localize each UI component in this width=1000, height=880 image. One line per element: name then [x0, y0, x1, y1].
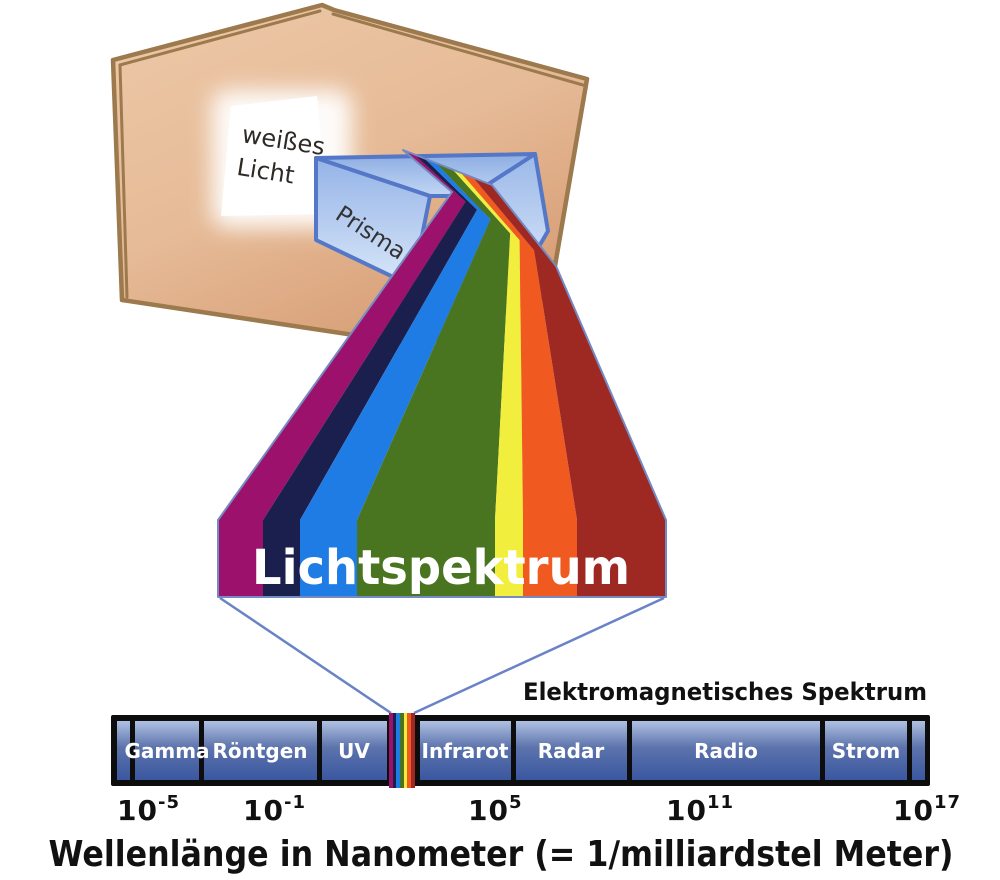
- em-spectrum-title: Elektromagnetisches Spektrum: [523, 678, 927, 706]
- fan-band-navy: [263, 154, 477, 597]
- sliver-stripe-green: [400, 713, 404, 788]
- wavelength-axis: 10-5 10-1 105 1011 1017: [117, 792, 961, 827]
- light-spectrum-fan: Lichtspektrum: [217, 149, 667, 598]
- spectrum-title: Lichtspektrum: [252, 540, 630, 596]
- sliver-stripe-violet: [389, 713, 393, 788]
- em-segment-edge-left: [117, 721, 130, 780]
- fan-outline: [217, 149, 667, 598]
- sliver-stripe-orange: [407, 713, 411, 788]
- em-segment-roentgen: [204, 721, 317, 780]
- sliver-stripe-yellow: [404, 713, 407, 788]
- em-segment-gamma: [135, 721, 199, 780]
- light-box-edge-top-left: [118, 9, 322, 67]
- em-spectrum-bar: Elektromagnetisches Spektrum Gamma Röntg…: [111, 678, 930, 788]
- em-label-uv: UV: [338, 739, 370, 763]
- axis-tick-5: 1017: [893, 792, 961, 827]
- sliver-stripe-navy: [393, 713, 396, 788]
- fan-band-yellow: [452, 169, 523, 597]
- fan-band-orange: [460, 172, 577, 598]
- em-label-strom: Strom: [832, 739, 900, 763]
- axis-tick-1: 10-5: [117, 792, 180, 827]
- em-band-labels: Gamma Röntgen UV Infrarot Radar Radio St…: [124, 739, 900, 763]
- em-label-radio: Radio: [694, 739, 758, 763]
- em-label-gamma: Gamma: [124, 739, 209, 763]
- axis-tick-3: 105: [468, 792, 523, 827]
- connector-line-left: [219, 596, 392, 715]
- fan-band-green: [357, 163, 511, 597]
- sliver-stripe-blue: [396, 713, 400, 788]
- em-segment-infrarot: [420, 721, 511, 780]
- fan-band-red: [473, 177, 666, 597]
- white-light-patch: [221, 96, 328, 216]
- em-label-radar: Radar: [538, 739, 605, 763]
- light-box-edge-top-right: [331, 12, 585, 87]
- connector-line-right: [413, 596, 665, 715]
- axis-tick-2: 10-1: [243, 792, 306, 827]
- fan-band-blue: [300, 158, 491, 597]
- sliver-stripe-red: [411, 713, 415, 788]
- em-segment-edge-right: [912, 721, 925, 780]
- em-visible-light-sliver: [389, 713, 415, 788]
- axis-tick-4: 1011: [666, 792, 734, 827]
- em-segment-radar: [516, 721, 627, 780]
- axis-caption: Wellenlänge in Nanometer (= 1/milliardst…: [49, 834, 954, 875]
- em-segment-uv: [322, 721, 387, 780]
- em-label-roentgen: Röntgen: [212, 739, 307, 763]
- fan-band-violet: [218, 150, 466, 597]
- em-label-infrarot: Infrarot: [422, 739, 509, 763]
- em-segment-strom: [825, 721, 907, 780]
- magnifier-connectors: [219, 596, 665, 715]
- em-segment-radio: [632, 721, 820, 780]
- light-box-edge-left: [118, 63, 129, 299]
